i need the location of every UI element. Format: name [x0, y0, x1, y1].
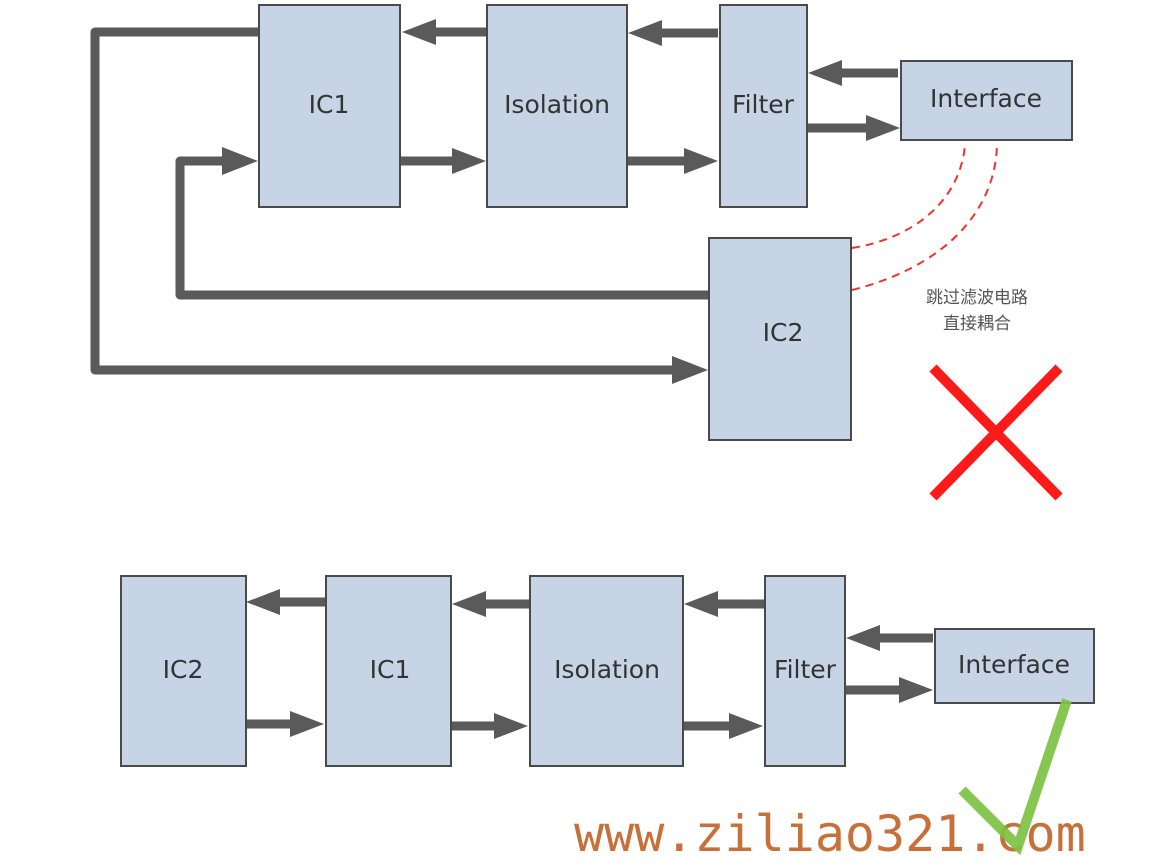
bottom-arrowhead-filter-to-interface [899, 677, 933, 703]
bottom-arrowhead-isolation-to-ic1 [452, 591, 486, 617]
annotation-line-2: 直接耦合 [943, 314, 1011, 334]
bottom-block-isolation-label: Isolation [554, 655, 660, 684]
top-coupling-dash-inner [851, 144, 966, 249]
top-block-ic2-label: IC2 [763, 318, 804, 347]
check-mark-icon [958, 698, 1072, 856]
top-loop-outer-arrowhead [672, 356, 708, 384]
bottom-arrowhead-interface-to-filter [846, 625, 880, 651]
top-block-isolation: Isolation [486, 4, 628, 208]
bottom-arrowhead-ic1-to-isolation [494, 713, 528, 739]
top-arrowhead-filter-to-interface [866, 115, 900, 141]
top-arrowhead-isolation-to-filter [684, 148, 718, 174]
bottom-arrowhead-ic1-to-ic2 [246, 589, 280, 615]
annotation-line-1: 跳过滤波电路 [926, 288, 1028, 308]
top-block-interface: Interface [900, 60, 1073, 141]
top-block-filter: Filter [719, 4, 808, 208]
top-arrowhead-isolation-to-ic1 [402, 19, 436, 45]
top-block-ic2: IC2 [708, 237, 852, 441]
cross-mark-icon [929, 364, 1063, 501]
bottom-section: IC2 IC1 Isolation Filter Interface www.z… [120, 575, 1095, 863]
top-arrowhead-interface-to-filter [808, 60, 842, 86]
bottom-block-interface-label: Interface [958, 650, 1070, 679]
bottom-block-filter-label: Filter [774, 655, 837, 684]
bottom-block-ic2-label: IC2 [163, 655, 204, 684]
top-coupling-dash-outer [851, 144, 998, 291]
top-section: IC1 Isolation Filter Interface IC2 跳过滤波电… [90, 4, 1073, 501]
top-loop-outer-line [90, 27, 672, 375]
bottom-arrowhead-isolation-to-filter [729, 713, 763, 739]
bottom-block-filter: Filter [764, 575, 846, 767]
top-arrowhead-filter-to-isolation [628, 20, 662, 46]
bottom-block-isolation: Isolation [529, 575, 684, 767]
top-block-ic1: IC1 [258, 4, 401, 208]
bottom-block-ic2: IC2 [120, 575, 247, 767]
top-block-ic1-label: IC1 [309, 90, 350, 119]
bottom-block-ic1-label: IC1 [370, 655, 411, 684]
top-block-interface-label: Interface [930, 84, 1042, 113]
top-loop-inner-arrowhead [222, 147, 258, 175]
top-loop-inner-line [175, 156, 708, 300]
top-block-isolation-label: Isolation [504, 90, 610, 119]
bottom-block-ic1: IC1 [325, 575, 452, 767]
bottom-arrowhead-ic2-to-ic1 [290, 711, 324, 737]
top-arrowhead-ic1-to-isolation [452, 148, 486, 174]
bottom-block-interface: Interface [934, 628, 1095, 704]
top-block-filter-label: Filter [732, 90, 795, 119]
bottom-arrowhead-filter-to-isolation [684, 591, 718, 617]
